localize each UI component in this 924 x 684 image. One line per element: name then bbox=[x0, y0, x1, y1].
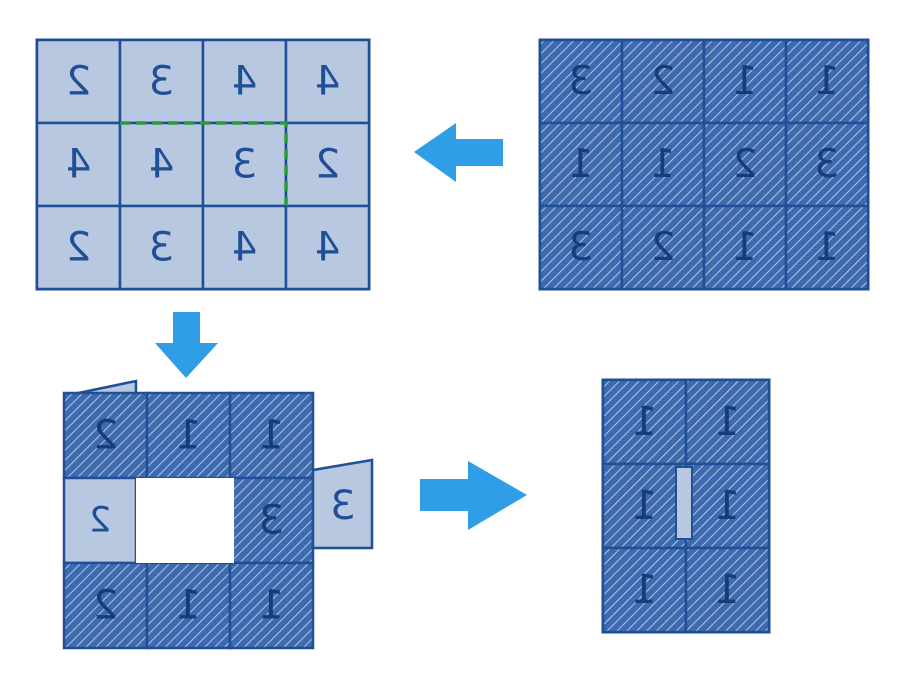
frame-cell: 2 bbox=[62, 561, 149, 650]
grid-cell: 2 bbox=[620, 204, 706, 291]
tile-number: 3 bbox=[330, 483, 355, 529]
frame-cell: 1 bbox=[228, 391, 315, 480]
frame-cell: 3 bbox=[228, 476, 315, 565]
grid-cell: 3 bbox=[784, 121, 870, 208]
grid-cell: 1 bbox=[702, 204, 788, 291]
folded-cell: 1 bbox=[684, 546, 771, 634]
grid-cell: 1 bbox=[784, 38, 870, 125]
grid-cell: 4 bbox=[201, 38, 288, 125]
tile-number: 4 bbox=[232, 225, 257, 271]
grid-cell: 4 bbox=[284, 38, 371, 125]
tile-number: 1 bbox=[259, 583, 284, 629]
inserted-strip bbox=[675, 466, 693, 540]
folded-cell: 1 bbox=[684, 462, 771, 550]
grid-cell: 1 bbox=[620, 121, 706, 208]
grid-cell: 1 bbox=[702, 38, 788, 125]
tile-number: 3 bbox=[569, 59, 594, 104]
tile-number: 1 bbox=[632, 567, 657, 613]
frame-cell: 1 bbox=[228, 561, 315, 650]
tile-number: 2 bbox=[733, 142, 758, 187]
tile-number: 2 bbox=[93, 413, 118, 459]
tile-number: 3 bbox=[569, 225, 594, 270]
tile-number: 1 bbox=[176, 413, 201, 459]
left-arrow bbox=[414, 123, 503, 182]
tile-number: 1 bbox=[715, 567, 740, 613]
grid-cell: 2 bbox=[702, 121, 788, 208]
grid-cell: 2 bbox=[35, 204, 122, 291]
folded-cell: 1 bbox=[601, 546, 688, 634]
cutout-hole bbox=[136, 478, 234, 563]
tile-number: 1 bbox=[715, 483, 740, 529]
folded-cell: 1 bbox=[601, 378, 688, 466]
tile-number: 3 bbox=[149, 225, 174, 271]
frame-cell: 1 bbox=[145, 561, 232, 650]
grid-cell: 4 bbox=[284, 204, 371, 291]
tile-number: 4 bbox=[315, 225, 340, 271]
tile-number: 2 bbox=[651, 225, 676, 270]
tile-number: 1 bbox=[651, 142, 676, 187]
tile-number: 1 bbox=[815, 59, 840, 104]
tile-number: 2 bbox=[315, 142, 340, 188]
tile-number: 2 bbox=[66, 225, 91, 271]
tile-number: 3 bbox=[259, 498, 284, 544]
grid-cell: 2 bbox=[620, 38, 706, 125]
tile-number: 1 bbox=[715, 399, 740, 445]
grid-cell: 3 bbox=[201, 121, 288, 208]
tile-number: 1 bbox=[259, 413, 284, 459]
tile-number: 2 bbox=[93, 583, 118, 629]
tile-number: 1 bbox=[632, 483, 657, 529]
grid-cell: 4 bbox=[118, 121, 205, 208]
front-face-grid: 2 3 4 4 4 4 3 2 2 3 4 4 bbox=[35, 38, 371, 291]
tile-number: 4 bbox=[315, 59, 340, 105]
tile-number: 1 bbox=[733, 225, 758, 270]
grid-cell: 3 bbox=[538, 204, 624, 291]
fold-line-green bbox=[120, 121, 288, 206]
right-flap: 3 bbox=[311, 458, 374, 550]
frame-cell: 2 bbox=[62, 391, 149, 480]
grid-cell: 3 bbox=[118, 204, 205, 291]
tile-number: 2 bbox=[89, 501, 111, 541]
tile-number: 4 bbox=[232, 59, 257, 105]
tile-number: 1 bbox=[569, 142, 594, 187]
right-arrow bbox=[420, 461, 527, 530]
grid-cell: 2 bbox=[284, 121, 371, 208]
grid-cell: 1 bbox=[784, 204, 870, 291]
tile-number: 1 bbox=[176, 583, 201, 629]
tile-number: 3 bbox=[149, 59, 174, 105]
folded-cell: 1 bbox=[684, 378, 771, 466]
tile-number: 4 bbox=[66, 142, 91, 188]
tile-number: 3 bbox=[815, 142, 840, 187]
frame-cell: 1 bbox=[145, 391, 232, 480]
tile-number: 1 bbox=[733, 59, 758, 104]
frame-cell: 2 bbox=[62, 476, 138, 565]
grid-cell: 3 bbox=[538, 38, 624, 125]
down-arrow bbox=[155, 312, 218, 378]
tile-number: 2 bbox=[66, 59, 91, 105]
folded-cell: 1 bbox=[601, 462, 688, 550]
back-face-grid: 3 2 1 1 1 1 2 3 3 2 1 1 bbox=[538, 38, 870, 291]
grid-cell: 1 bbox=[538, 121, 624, 208]
tile-number: 4 bbox=[149, 142, 174, 188]
grid-cell: 4 bbox=[35, 121, 122, 208]
tile-number: 3 bbox=[232, 142, 257, 188]
tile-number: 1 bbox=[815, 225, 840, 270]
folded-result: 1 1 1 1 1 1 bbox=[601, 378, 771, 634]
grid-cell: 2 bbox=[35, 38, 122, 125]
tile-number: 2 bbox=[651, 59, 676, 104]
tile-number: 1 bbox=[632, 399, 657, 445]
grid-cell: 3 bbox=[118, 38, 205, 125]
grid-cell: 4 bbox=[201, 204, 288, 291]
